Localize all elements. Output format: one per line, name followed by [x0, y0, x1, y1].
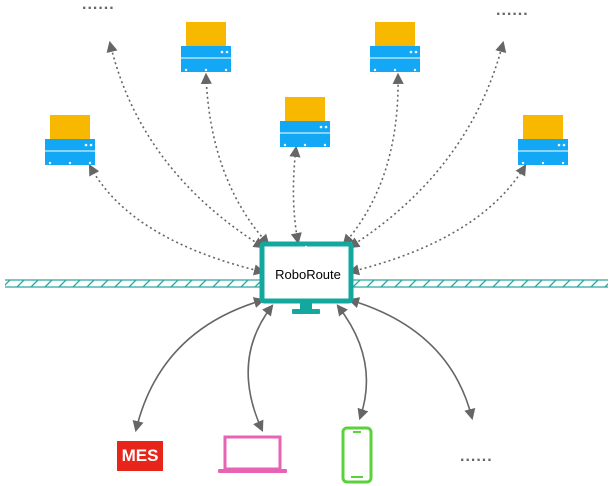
robot-links [88, 40, 527, 276]
link-top-left-more [106, 40, 265, 249]
link-robot-3 [289, 145, 302, 245]
top-left-more: ...... [82, 0, 115, 13]
client-links [132, 297, 476, 433]
robot-icon [181, 22, 231, 72]
link-robot-2 [200, 72, 270, 246]
top-right-more: ...... [496, 2, 529, 19]
mes-icon: MES [117, 441, 163, 471]
bottom-more: ...... [460, 448, 493, 465]
hub-label: RoboRoute [275, 267, 341, 282]
link-laptop [247, 304, 274, 433]
laptop-icon [218, 435, 287, 473]
robot-icon [370, 22, 420, 72]
phone-icon [341, 426, 373, 484]
link-top-right-more [348, 40, 507, 249]
link-robot-5 [347, 164, 527, 276]
link-mes [132, 297, 266, 433]
monitor-icon [259, 241, 354, 314]
robot-icon [280, 97, 330, 147]
link-phone [336, 304, 369, 421]
robot-icon [45, 115, 95, 165]
link-robot-1 [88, 164, 266, 276]
robot-icon [518, 115, 568, 165]
link-more [347, 297, 476, 421]
link-robot-4 [342, 72, 404, 246]
